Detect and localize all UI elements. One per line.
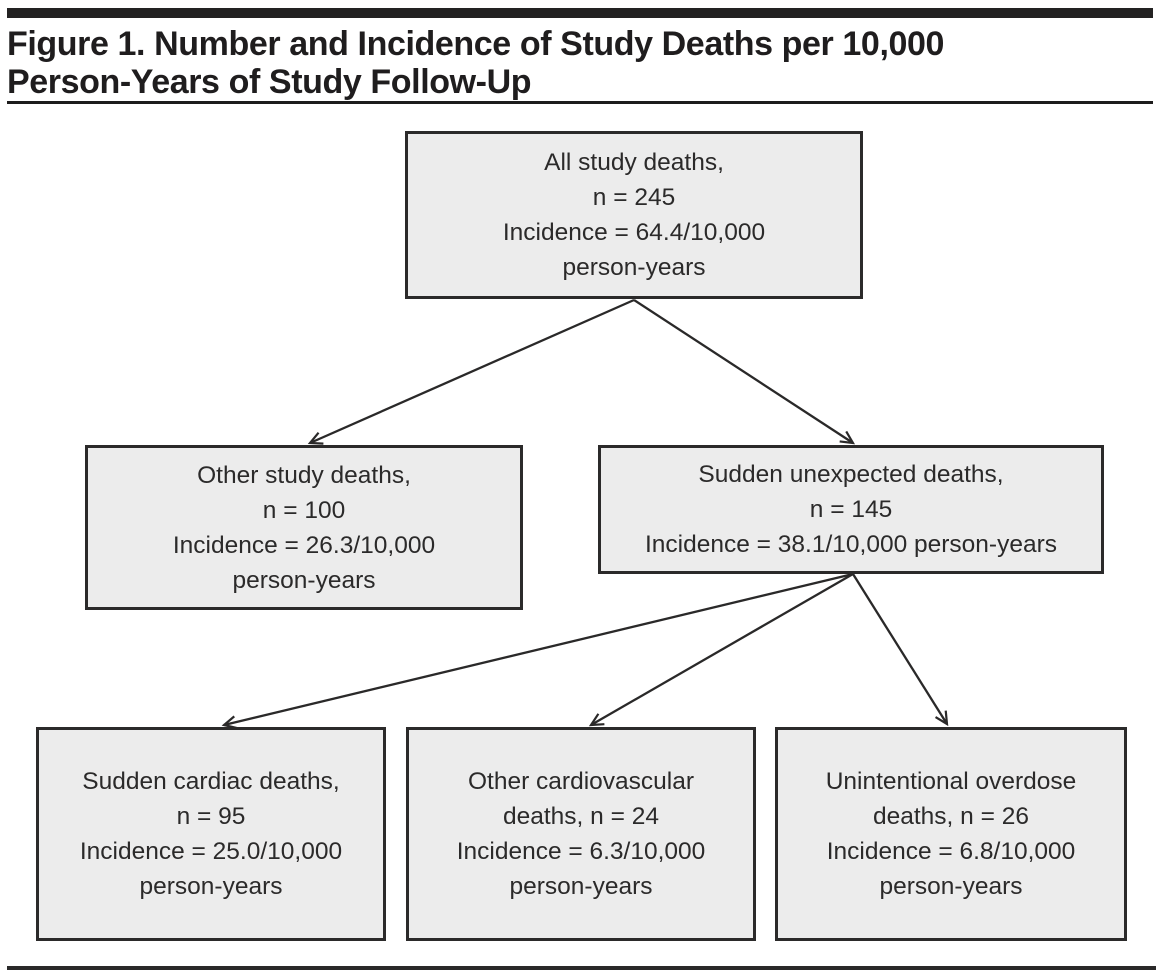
node-text-line: deaths, n = 24 (503, 803, 659, 830)
node-text-line: Sudden unexpected deaths, (698, 461, 1004, 488)
node-other-cardiovascular-deaths: Other cardiovascular deaths, n = 24 Inci… (406, 727, 756, 941)
figure-title-line2: Person-Years of Study Follow-Up (7, 63, 532, 101)
node-text-line: Other cardiovascular (467, 768, 695, 795)
node-text-line: person-years (562, 254, 706, 281)
node-text-line: person-years (509, 873, 653, 900)
node-text-line: n = 245 (592, 184, 676, 211)
node-text-line: Other study deaths, (197, 461, 411, 489)
node-sudden-unexpected-deaths: Sudden unexpected deaths, n = 145 Incide… (598, 445, 1104, 574)
node-text-line: person-years (232, 566, 376, 594)
arrow-sudden-to-cvd (588, 573, 854, 727)
node-text-line: Incidence = 25.0/10,000 (79, 838, 343, 865)
node-text-line: person-years (879, 873, 1023, 900)
node-text-line: n = 100 (262, 496, 346, 524)
node-text-line: deaths, n = 26 (873, 803, 1029, 830)
node-text-line: person-years (139, 873, 283, 900)
node-text-line: All study deaths, (544, 149, 724, 176)
node-text-line: Incidence = 26.3/10,000 (172, 531, 436, 559)
node-sudden-cardiac-deaths: Sudden cardiac deaths, n = 95 Incidence … (36, 727, 386, 941)
arrow-all-to-sudden (633, 299, 856, 445)
node-text-line: n = 145 (809, 496, 893, 523)
node-other-study-deaths: Other study deaths, n = 100 Incidence = … (85, 445, 523, 610)
node-unintentional-overdose-deaths: Unintentional overdose deaths, n = 26 In… (775, 727, 1127, 941)
node-text-line: Incidence = 6.3/10,000 (456, 838, 706, 865)
arrow-sudden-to-overdose (852, 573, 949, 727)
node-all-study-deaths: All study deaths, n = 245 Incidence = 64… (405, 131, 863, 299)
arrow-all-to-other (307, 298, 635, 445)
node-text-line: Incidence = 38.1/10,000 person-years (644, 531, 1057, 558)
node-text-line: Sudden cardiac deaths, (82, 768, 340, 795)
figure-bottom-rule (7, 966, 1156, 970)
node-text-line: n = 95 (176, 803, 246, 830)
title-divider-rule (7, 101, 1153, 104)
figure-title-line1: Figure 1. Number and Incidence of Study … (7, 25, 945, 63)
node-text-line: Unintentional overdose (825, 768, 1077, 795)
node-text-line: Incidence = 64.4/10,000 (502, 219, 766, 246)
figure-top-bar (7, 8, 1153, 18)
figure-title: Figure 1. Number and Incidence of Study … (7, 25, 1107, 101)
node-text-line: Incidence = 6.8/10,000 (826, 838, 1076, 865)
